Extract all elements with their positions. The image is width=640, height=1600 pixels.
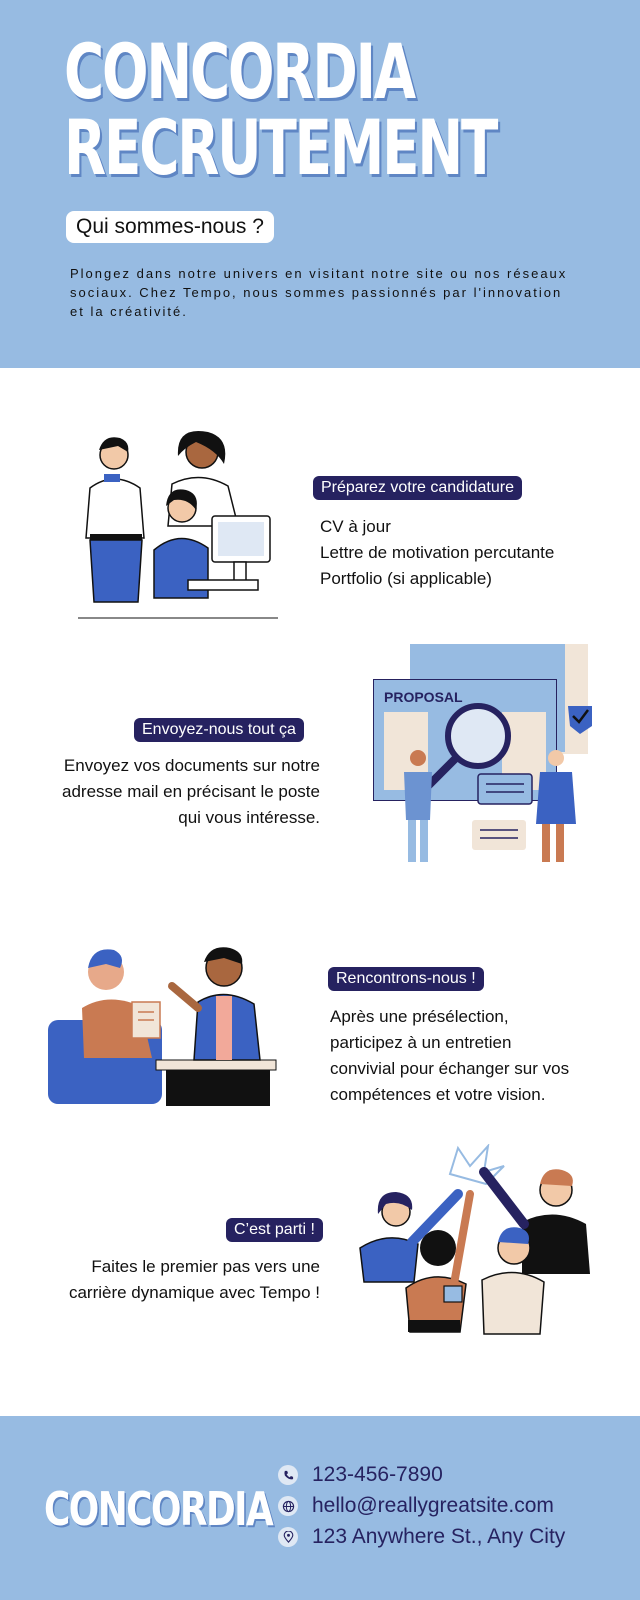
proposal-review-illustration: PROPOSAL [373,644,592,862]
location-pin-icon [278,1527,298,1547]
step2-line: adresse mail en précisant le poste [62,782,320,801]
hero-description: Plongez dans notre univers en visitant n… [70,266,568,319]
who-are-we-label: Qui sommes-nous ? [66,211,274,243]
step4-label: C’est parti ! [226,1218,323,1242]
phone-icon [278,1465,298,1485]
step3-label: Rencontrons-nous ! [328,967,484,991]
step1-text: CV à jour Lettre de motivation percutant… [320,514,554,592]
step3-line: Après une présélection, [330,1007,509,1026]
high-five-team-illustration [359,1144,590,1335]
contact-email[interactable]: hello@reallygreatsite.com [278,1491,554,1521]
step2-line: Envoyez vos documents sur notre [63,756,320,775]
step1-label: Préparez votre candidature [313,476,522,500]
globe-icon [278,1496,298,1516]
step3-line: participez à un entretien [330,1033,512,1052]
phone-number: 123-456-7890 [312,1463,443,1486]
contact-address[interactable]: 123 Anywhere St., Any City [278,1522,565,1552]
step3-line: convivial pour échanger sur vos [330,1059,570,1078]
email-address: hello@reallygreatsite.com [312,1494,554,1517]
step3-line: compétences et votre vision. [330,1085,546,1104]
step2-label: Envoyez-nous tout ça [134,718,304,742]
step1-line: CV à jour [320,517,391,536]
step1-line: Portfolio (si applicable) [320,569,492,588]
hero-title: CONCORDIA RECRUTEMENT [64,27,498,192]
hero-section: CONCORDIA RECRUTEMENT Qui sommes-nous ? … [0,0,640,368]
step2-text: Envoyez vos documents sur notre adresse … [20,753,320,831]
proposal-text: PROPOSAL [384,689,463,705]
step1-line: Lettre de motivation percutante [320,543,555,562]
step3-text: Après une présélection, participez à un … [330,1004,569,1108]
step4-line: carrière dynamique avec Tempo ! [68,1283,320,1302]
step4-text: Faites le premier pas vers une carrière … [20,1254,320,1306]
hero-title-line2: RECRUTEMENT [64,103,498,192]
interview-illustration [48,947,277,1106]
hero-title-line1: CONCORDIA [64,27,416,116]
step4-line: Faites le premier pas vers une [91,1257,320,1276]
team-computer-illustration [78,431,278,619]
step2-line: qui vous intéresse. [178,808,320,827]
contact-phone[interactable]: 123-456-7890 [278,1460,443,1490]
footer-logo: CONCORDIA [44,1482,274,1536]
footer-section: CONCORDIA 123-456-7890 hello@reallygreat… [0,1416,640,1600]
street-address: 123 Anywhere St., Any City [312,1525,566,1548]
